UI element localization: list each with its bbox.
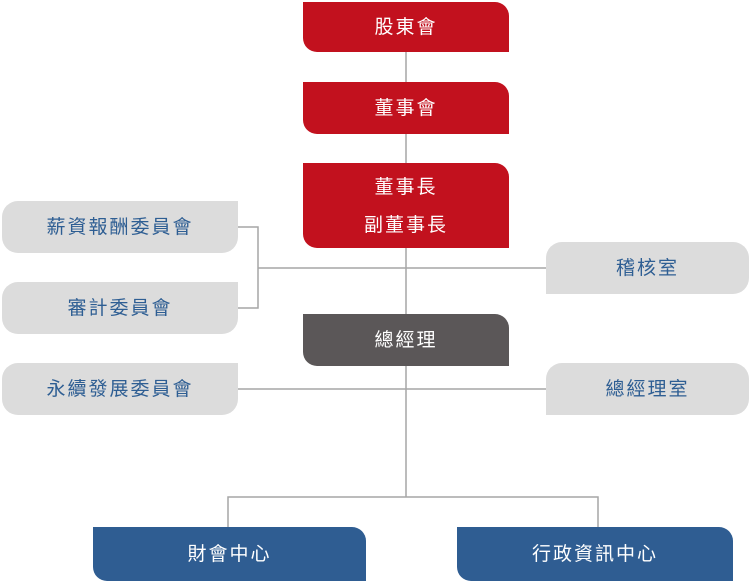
sustainability-committee-box: 永續發展委員會 bbox=[2, 363, 238, 415]
audit-office-box: 稽核室 bbox=[546, 242, 749, 294]
board-of-directors-label: 董事會 bbox=[374, 97, 438, 119]
admin-it-center-box: 行政資訊中心 bbox=[457, 527, 733, 581]
connector-committee-bracket bbox=[238, 226, 259, 309]
finance-center-box: 財會中心 bbox=[93, 527, 366, 581]
gm-office-label: 總經理室 bbox=[605, 378, 690, 400]
general-manager-label: 總經理 bbox=[374, 329, 438, 351]
audit-committee-label: 審計委員會 bbox=[67, 297, 173, 319]
shareholders-meeting-box: 股東會 bbox=[303, 2, 509, 52]
admin-it-center-label: 行政資訊中心 bbox=[531, 543, 658, 565]
connector-centers-branch bbox=[227, 496, 599, 527]
compensation-committee-box: 薪資報酬委員會 bbox=[2, 201, 238, 253]
general-manager-box: 總經理 bbox=[303, 314, 509, 366]
audit-committee-box: 審計委員會 bbox=[2, 282, 238, 334]
board-of-directors-box: 董事會 bbox=[303, 82, 509, 134]
chairman-label: 董事長 bbox=[374, 175, 438, 198]
vice-chairman-label: 副董事長 bbox=[363, 213, 448, 236]
compensation-committee-label: 薪資報酬委員會 bbox=[46, 216, 194, 238]
chairman-box: 董事長 副董事長 bbox=[303, 163, 509, 248]
shareholders-meeting-label: 股東會 bbox=[374, 16, 438, 38]
audit-office-label: 稽核室 bbox=[615, 257, 679, 279]
gm-office-box: 總經理室 bbox=[546, 363, 749, 415]
finance-center-label: 財會中心 bbox=[187, 543, 272, 565]
sustainability-committee-label: 永續發展委員會 bbox=[46, 378, 194, 400]
